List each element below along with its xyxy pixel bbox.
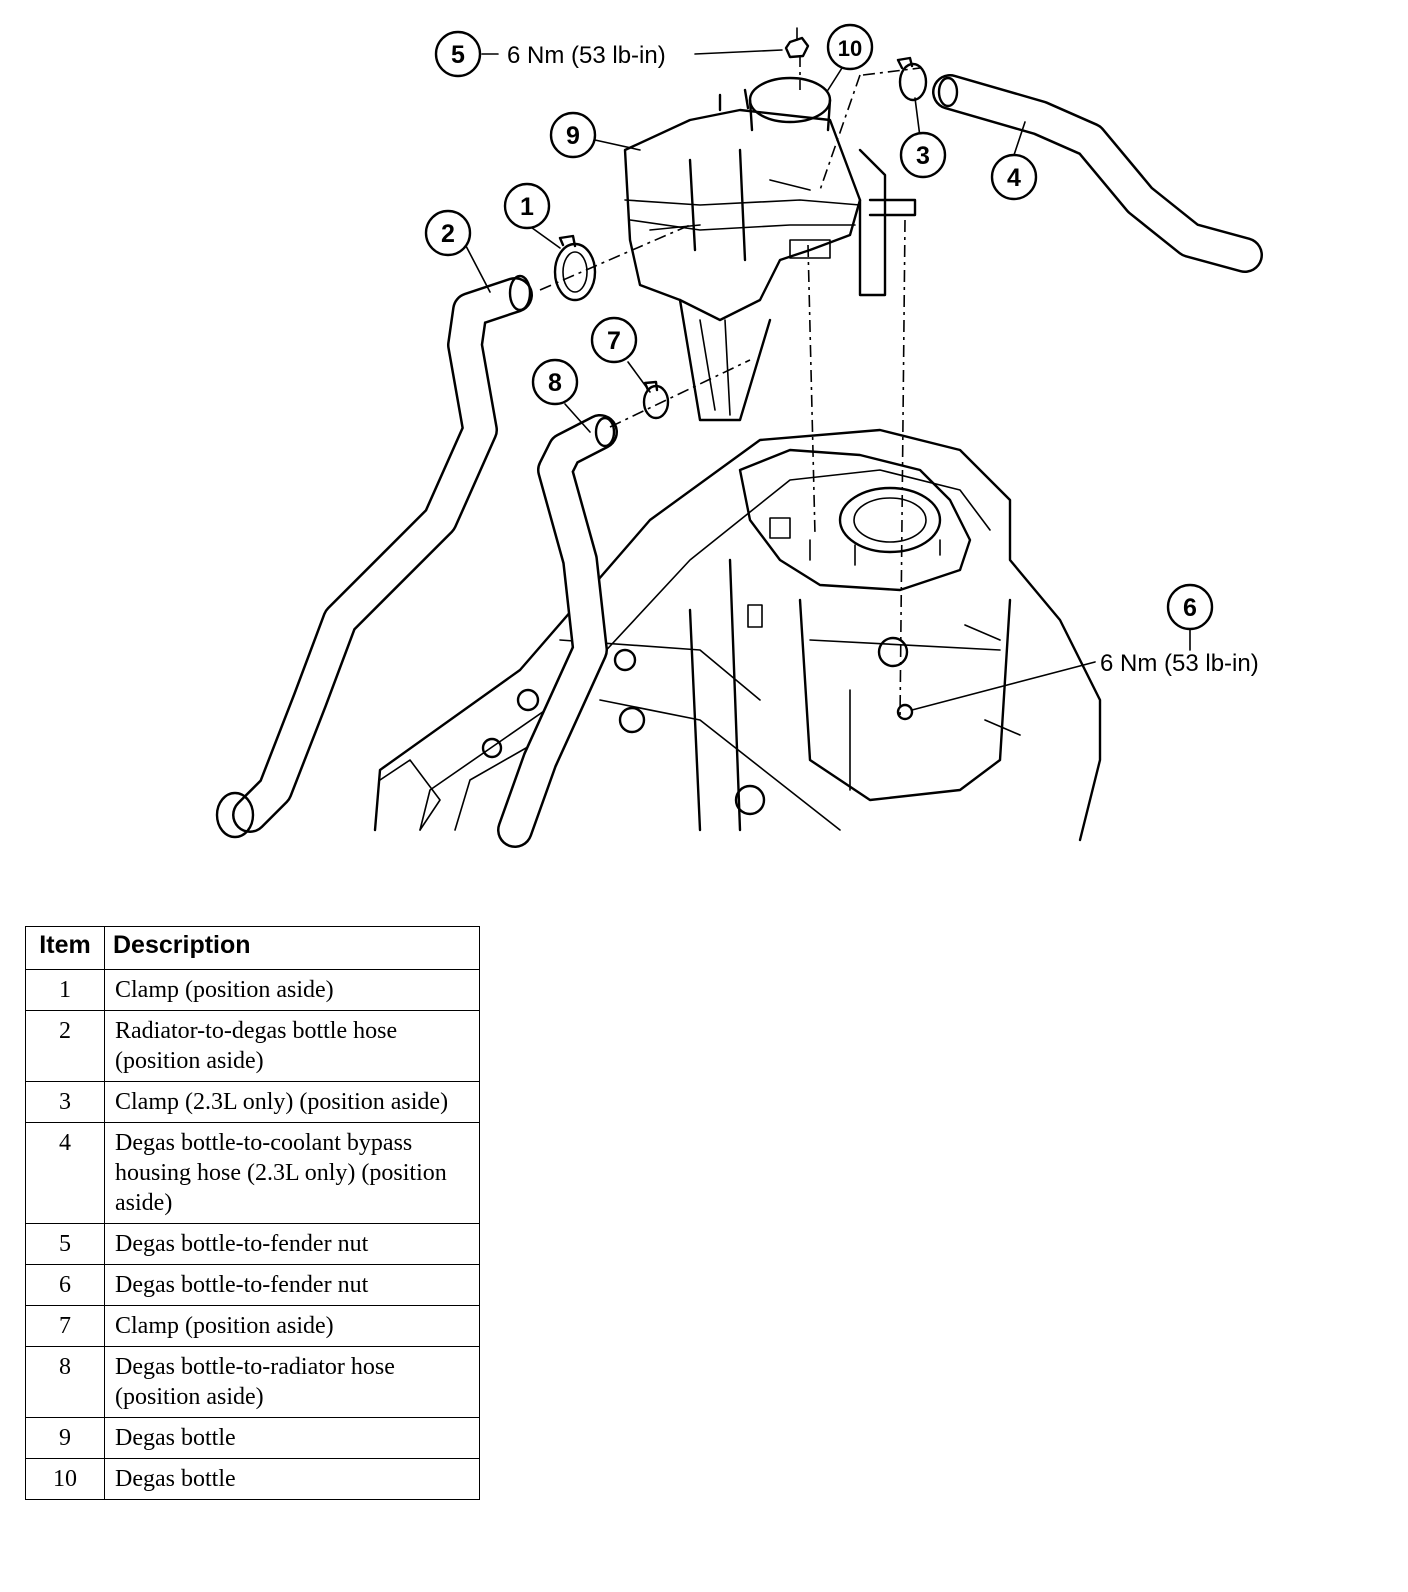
nut-5 xyxy=(784,27,810,59)
legend-item-number: 6 xyxy=(25,1264,105,1306)
coolant-bypass-hose xyxy=(932,74,1263,273)
assembly-centerlines xyxy=(539,55,921,721)
legend-item-description: Clamp (2.3L only) (position aside) xyxy=(104,1081,480,1123)
svg-text:1: 1 xyxy=(520,193,534,221)
svg-text:10: 10 xyxy=(838,36,862,61)
callout-4: 4 xyxy=(990,153,1038,201)
legend-header-row: Item Description xyxy=(25,926,480,970)
svg-text:7: 7 xyxy=(607,327,621,355)
legend-item-description: Degas bottle-to-fender nut xyxy=(104,1264,480,1306)
callout-7: 7 xyxy=(590,316,638,364)
legend-item-number: 8 xyxy=(25,1346,105,1418)
callout-3: 3 xyxy=(899,131,947,179)
legend-header-description: Description xyxy=(104,926,480,970)
svg-text:3: 3 xyxy=(916,142,930,170)
callout-9: 9 xyxy=(549,111,597,159)
legend-item-number: 9 xyxy=(25,1417,105,1459)
radiator-to-degas-hose xyxy=(215,274,533,839)
legend-item-description: Clamp (position aside) xyxy=(104,1305,480,1347)
legend-item-number: 10 xyxy=(25,1458,105,1500)
legend-item-description: Radiator-to-degas bottle hose (position … xyxy=(104,1010,480,1082)
callout-1: 1 xyxy=(503,182,551,230)
legend-item-description: Degas bottle-to-coolant bypass housing h… xyxy=(104,1122,480,1224)
svg-text:6: 6 xyxy=(1183,594,1197,622)
nut-6 xyxy=(877,636,914,721)
svg-text:8: 8 xyxy=(548,369,562,397)
callout-6: 6 xyxy=(1166,583,1214,631)
torque-label-5: 6 Nm (53 lb-in) xyxy=(507,42,666,69)
legend-item-number: 1 xyxy=(25,969,105,1011)
svg-text:9: 9 xyxy=(566,122,580,150)
svg-text:4: 4 xyxy=(1007,164,1021,192)
clamp-1 xyxy=(553,234,597,302)
legend-item-number: 4 xyxy=(25,1122,105,1224)
callout-5: 5 xyxy=(434,30,482,78)
legend-header-item: Item xyxy=(25,926,105,970)
leader-lines xyxy=(465,49,1191,711)
legend-item-number: 7 xyxy=(25,1305,105,1347)
callout-2: 2 xyxy=(424,209,472,257)
legend-item-number: 2 xyxy=(25,1010,105,1082)
callout-10: 10 xyxy=(826,23,874,71)
legend-item-description: Clamp (position aside) xyxy=(104,969,480,1011)
callout-8: 8 xyxy=(531,358,579,406)
fender-apron-structure xyxy=(373,428,1102,842)
svg-text:5: 5 xyxy=(451,41,465,69)
exploded-view-illustration: 1 2 3 4 5 6 7 8 9 10 6 Nm (53 lb-in) 6 N… xyxy=(215,23,1263,848)
legend-item-description: Degas bottle xyxy=(104,1458,480,1500)
legend-item-number: 3 xyxy=(25,1081,105,1123)
degas-to-radiator-hose xyxy=(497,414,618,848)
legend-item-description: Degas bottle-to-fender nut xyxy=(104,1223,480,1265)
legend-item-number: 5 xyxy=(25,1223,105,1265)
legend-item-description: Degas bottle-to-radiator hose (position … xyxy=(104,1346,480,1418)
svg-text:2: 2 xyxy=(441,220,455,248)
degas-bottle xyxy=(623,76,917,422)
legend-item-description: Degas bottle xyxy=(104,1417,480,1459)
torque-label-6: 6 Nm (53 lb-in) xyxy=(1100,650,1259,677)
clamp-3 xyxy=(896,56,928,102)
